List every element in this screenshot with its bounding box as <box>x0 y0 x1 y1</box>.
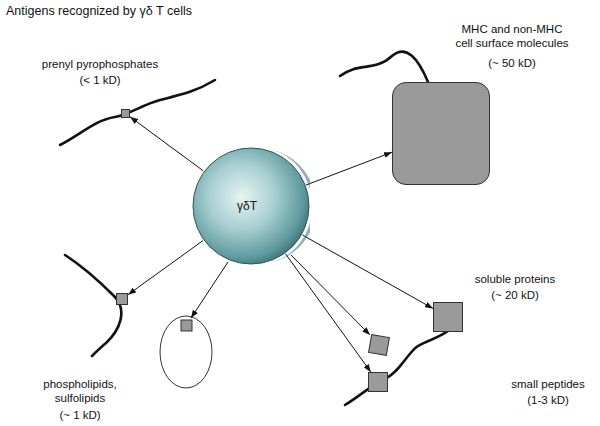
antigen-name: small peptides <box>511 377 585 391</box>
gamma-delta-t-cell: γδT <box>192 147 310 265</box>
membrane-line <box>60 80 215 145</box>
peptide-square <box>369 335 390 356</box>
antigen-name: MHC and non-MHC cell surface molecules <box>454 22 571 50</box>
vesicle-outline <box>160 316 212 388</box>
membrane-line <box>345 328 452 405</box>
membrane-line <box>65 255 121 356</box>
arrow-line <box>191 262 228 318</box>
arrow-connector <box>286 254 371 372</box>
vesicle-antigen <box>181 320 192 331</box>
antigen-size: (1-3 kD) <box>527 393 569 407</box>
antigen-shape: phospholipids, sulfolipids(~ 1 kD) <box>116 293 128 305</box>
antigen-size: (~ 20 kD) <box>491 288 539 302</box>
antigen-name: soluble proteins <box>475 272 556 286</box>
arrow-connector <box>130 117 204 171</box>
antigen-shape: small peptides(1-3 kD) <box>368 372 388 392</box>
antigen-name: phospholipids, sulfolipids <box>40 377 120 405</box>
antigen-name: prenyl pyrophosphates <box>42 57 158 71</box>
antigen-shape: prenyl pyrophosphates(< 1 kD) <box>121 109 130 118</box>
cell-label: γδT <box>237 199 257 213</box>
arrow-line <box>291 255 370 335</box>
antigen-size: (~ 1 kD) <box>59 408 100 422</box>
arrow-connector <box>302 235 433 309</box>
arrow-connector <box>128 241 203 295</box>
diagram-title: Antigens recognized by γδ T cells <box>6 4 192 18</box>
arrow-connector <box>306 152 392 185</box>
antigen-shape: soluble proteins(~ 20 kD) <box>433 302 463 332</box>
antigen-size: (< 1 kD) <box>79 73 120 87</box>
antigen-size: (~ 50 kD) <box>488 56 536 70</box>
membrane-line <box>340 52 428 82</box>
antigen-shape: MHC and non-MHC cell surface molecules(~… <box>392 82 490 185</box>
